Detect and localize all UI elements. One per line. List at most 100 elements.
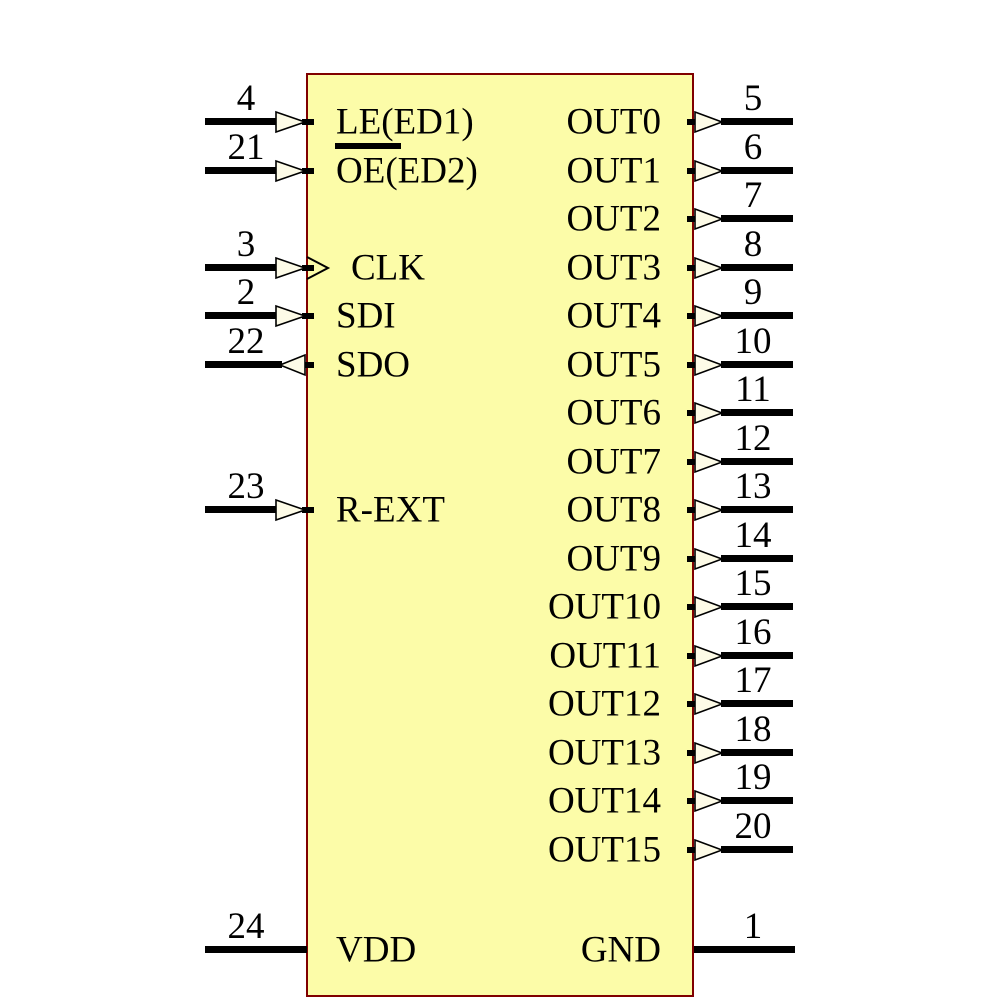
pin-wire	[721, 603, 793, 610]
pin-stub	[687, 119, 697, 125]
pin-stub	[687, 168, 697, 174]
pin-wire	[205, 946, 307, 953]
pin-label-out6: OUT6	[566, 392, 661, 434]
pin-label-out10: OUT10	[547, 586, 661, 628]
pin-label-out11: OUT11	[549, 635, 661, 677]
pin-stub	[687, 459, 697, 465]
pin-label-out14: OUT14	[547, 780, 661, 822]
pin-stub	[687, 362, 697, 368]
pin-number: 15	[734, 563, 772, 604]
pin-label-gnd: GND	[580, 929, 661, 971]
pin-wire	[721, 749, 793, 756]
oe-active-low-overline	[335, 143, 401, 149]
pin-stub	[687, 750, 697, 756]
pin-wire	[205, 167, 277, 174]
pin-number: 4	[236, 78, 256, 119]
pin-label-sdo: SDO	[336, 344, 411, 386]
output-arrow-icon	[694, 159, 725, 183]
output-arrow-icon	[694, 256, 725, 280]
pin-wire	[721, 312, 793, 319]
pin-label-sdi: SDI	[336, 295, 396, 337]
pin-number: 7	[743, 175, 763, 216]
pin-stub	[687, 847, 697, 853]
pin-stub	[302, 168, 314, 174]
pin-stub	[687, 265, 697, 271]
pin-label-le: LE(ED1)	[336, 101, 474, 143]
pin-label-out4: OUT4	[566, 295, 661, 337]
pin-label-out15: OUT15	[547, 829, 661, 871]
pin-stub	[687, 604, 697, 610]
pin-label-out9: OUT9	[566, 538, 661, 580]
pin-stub	[302, 507, 314, 513]
input-arrow-icon	[275, 159, 308, 183]
pin-stub	[687, 313, 697, 319]
output-arrow-icon	[694, 692, 725, 716]
output-arrow-icon	[694, 789, 725, 813]
pin-number: 18	[734, 709, 772, 750]
pin-number: 22	[227, 321, 265, 362]
pin-number: 17	[734, 660, 772, 701]
pin-label-out3: OUT3	[566, 247, 661, 289]
input-arrow-icon	[275, 256, 308, 280]
output-arrow-icon	[694, 741, 725, 765]
pin-label-vdd: VDD	[336, 929, 417, 971]
output-arrow-icon	[694, 304, 725, 328]
pin-number: 13	[734, 466, 772, 507]
output-arrow-icon	[694, 110, 725, 134]
pin-wire	[721, 700, 793, 707]
pin-number: 10	[734, 321, 772, 362]
pin-stub	[302, 265, 314, 271]
pin-number: 5	[743, 78, 763, 119]
pin-stub	[302, 362, 314, 368]
input-arrow-icon	[275, 304, 308, 328]
pin-label-out0: OUT0	[566, 101, 661, 143]
pin-label-out8: OUT8	[566, 489, 661, 531]
pin-wire	[205, 118, 277, 125]
pin-wire	[721, 797, 793, 804]
pin-number: 23	[227, 466, 265, 507]
pin-number: 19	[734, 757, 772, 798]
pin-wire	[721, 167, 793, 174]
pin-wire	[721, 215, 793, 222]
pin-number: 21	[227, 127, 265, 168]
pin-wire	[205, 264, 277, 271]
output-arrow-icon	[694, 207, 725, 231]
pin-number: 3	[236, 224, 256, 265]
pin-wire	[721, 118, 793, 125]
pin-label-out5: OUT5	[566, 344, 661, 386]
clock-chevron-icon	[306, 256, 331, 280]
output-arrow-icon	[694, 401, 725, 425]
pin-label-out1: OUT1	[566, 150, 661, 192]
pin-number: 14	[734, 515, 772, 556]
pin-number: 11	[735, 369, 771, 410]
output-arrow-icon	[277, 353, 306, 377]
output-arrow-icon	[694, 838, 725, 862]
pin-wire	[721, 409, 793, 416]
pin-number: 16	[734, 612, 772, 653]
output-arrow-icon	[694, 547, 725, 571]
pin-stub	[302, 313, 314, 319]
pin-stub	[687, 556, 697, 562]
pin-stub	[687, 798, 697, 804]
pin-number: 20	[734, 806, 772, 847]
pin-wire	[721, 264, 793, 271]
pin-stub	[687, 507, 697, 513]
input-arrow-icon	[275, 498, 308, 522]
pin-number: 24	[227, 906, 265, 947]
output-arrow-icon	[694, 644, 725, 668]
pin-wire	[721, 652, 793, 659]
pin-label-oe: OE(ED2)	[336, 150, 478, 192]
input-arrow-icon	[275, 110, 308, 134]
pin-label-out12: OUT12	[547, 683, 661, 725]
pin-stub	[687, 410, 697, 416]
pin-number: 8	[743, 224, 763, 265]
ic-body	[306, 73, 694, 997]
pin-label-out13: OUT13	[547, 732, 661, 774]
pin-stub	[687, 216, 697, 222]
output-arrow-icon	[694, 498, 725, 522]
pin-wire	[205, 361, 282, 368]
pin-wire	[721, 361, 793, 368]
pin-wire	[205, 506, 277, 513]
pin-number: 12	[734, 418, 772, 459]
